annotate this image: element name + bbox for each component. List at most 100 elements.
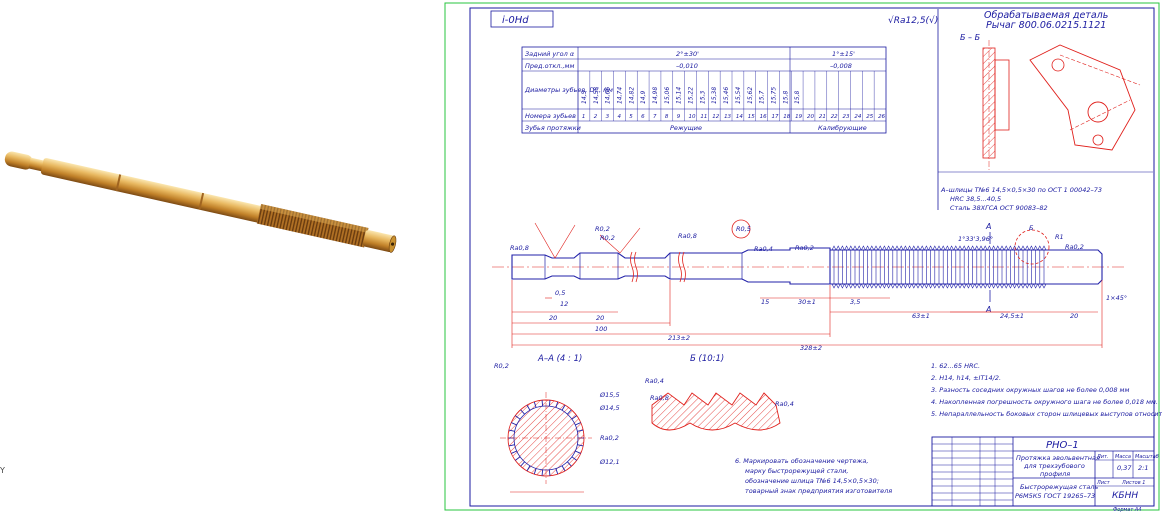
axis-label-y: Y bbox=[0, 466, 5, 475]
format-label: Формат А4 bbox=[1113, 507, 1141, 513]
tooth-number: 15 bbox=[748, 114, 755, 120]
tooth-number: 18 bbox=[783, 114, 790, 120]
balloon-label: R0,5 bbox=[736, 225, 751, 233]
mass-value: 0,37 bbox=[1117, 464, 1132, 472]
tooth-number: 6 bbox=[641, 114, 645, 120]
tooth-diameter: 15,62 bbox=[747, 87, 754, 104]
drawing-name-1: Протяжка эвольвентная bbox=[1016, 454, 1100, 462]
tooth-number: 25 bbox=[866, 114, 873, 120]
tooth-diameter: 14,58 bbox=[593, 87, 600, 104]
teeth-calibrating: Калибрующие bbox=[818, 124, 867, 132]
dim-20b: 20 bbox=[596, 314, 604, 322]
drawing-code: РНО–1 bbox=[1046, 440, 1079, 451]
aa-d14-5: Ø14,5 bbox=[599, 404, 620, 412]
tooth-number: 22 bbox=[831, 114, 838, 120]
tooth-diameter: 15,75 bbox=[770, 87, 777, 104]
roughness-ra1: Ra0,4 bbox=[754, 245, 773, 253]
tolerance-right: –0,008 bbox=[830, 62, 852, 70]
roughness-ra02: Ra0,2 bbox=[795, 244, 814, 252]
title-block: РНО–1 Протяжка эвольвентная для трехзубо… bbox=[931, 436, 1159, 513]
teeth-table: Задний угол α Пред.откл.,мм Диаметры зуб… bbox=[521, 46, 887, 134]
note-4: 4. Накопленная погрешность окружного шаг… bbox=[931, 398, 1158, 406]
tooth-diameter: 15,14 bbox=[676, 87, 683, 104]
tooth-number: 20 bbox=[807, 114, 814, 120]
stamp-text: i-0Hd bbox=[502, 15, 529, 26]
stamp-box: i-0Hd bbox=[490, 10, 554, 28]
radius-r02-bottom: R0,2 bbox=[600, 234, 615, 242]
detail-ra04-left: Ra0,4 bbox=[645, 377, 664, 385]
detail-b-mark: Б bbox=[1029, 224, 1034, 232]
dim-0-5: 0,5 bbox=[555, 289, 565, 297]
dim-213: 213±2 bbox=[668, 334, 690, 342]
technical-notes: 1. 62...65 HRC. 2. H14, h14, ±IT14/2. 3.… bbox=[735, 362, 1162, 495]
aa-d15-5: Ø15,5 bbox=[599, 391, 620, 399]
drawing-name-3: профиля bbox=[1040, 470, 1070, 478]
note-1: 1. 62...65 HRC. bbox=[931, 362, 980, 370]
tooth-diameter: 15,8 bbox=[782, 90, 789, 104]
org-name: КБНН bbox=[1112, 491, 1138, 501]
detail-r08: Ra0,8 bbox=[650, 394, 669, 402]
part-title-2: Рычаг 800.06.0215.1121 bbox=[986, 20, 1106, 31]
roughness-ra02-right: Ra0,2 bbox=[1065, 243, 1084, 251]
dim-63: 63±1 bbox=[912, 312, 930, 320]
note-6-line-1: 6. Маркировать обозначение чертежа, bbox=[735, 457, 868, 465]
row-label-tolerance: Пред.откл.,мм bbox=[525, 62, 574, 70]
dim-12: 12 bbox=[560, 300, 568, 308]
row-label-diameters: Диаметры зубьев, DC, мм bbox=[524, 86, 613, 94]
note-2: 2. H14, h14, ±IT14/2. bbox=[931, 374, 1001, 382]
dim-30: 30±1 bbox=[798, 298, 816, 306]
aa-d12-1: Ø12,1 bbox=[599, 458, 620, 466]
tooth-number: 23 bbox=[843, 114, 850, 120]
part-title-1: Обрабатываемая деталь bbox=[984, 10, 1108, 21]
tooth-diameter: 15,7 bbox=[759, 90, 766, 104]
tooth-number: 1 bbox=[582, 114, 586, 120]
tooth-diameter: 15,46 bbox=[723, 87, 730, 104]
tooth-diameter: 15,8 bbox=[794, 90, 801, 104]
tooth-number: 2 bbox=[594, 114, 598, 120]
tooth-number: 19 bbox=[795, 114, 802, 120]
row-label-angle: Задний угол α bbox=[525, 50, 575, 58]
section-aa-view: А–А (4 : 1) Ø15,5 Ø14,5 Ra0,2 Ø12,1 R0,2 bbox=[494, 354, 620, 493]
tooth-diameter: 14,66 bbox=[605, 87, 612, 104]
spline-note-1: А–шлицы Т№6 14,5×0,5×30 по ОСТ 1 00042–7… bbox=[940, 186, 1102, 194]
dim-20a: 20 bbox=[549, 314, 557, 322]
aa-ra02: Ra0,2 bbox=[600, 434, 619, 442]
dim-24-5: 24,5±1 bbox=[1000, 312, 1024, 320]
dim-chamfer: 1×45° bbox=[1106, 294, 1127, 302]
tooth-number: 7 bbox=[653, 114, 657, 120]
note-3: 3. Разность соседних окружных шагов не б… bbox=[931, 386, 1129, 394]
tooth-number: 13 bbox=[724, 114, 731, 120]
angle-right: 1°±15' bbox=[832, 50, 855, 58]
angle-left: 2°±30' bbox=[676, 50, 699, 58]
tooth-diameter: 15,38 bbox=[711, 87, 718, 104]
broach-3d-model[interactable] bbox=[3, 147, 398, 254]
detail-ra04-right: Ra0,4 bbox=[775, 400, 794, 408]
tooth-diameter: 15,3 bbox=[699, 90, 706, 104]
detail-b-view: Б (10:1) Ra0,4 Ra0,8 Ra0,4 bbox=[645, 354, 794, 431]
roughness-ra08-left: Ra0,8 bbox=[510, 244, 529, 252]
tooth-number: 16 bbox=[760, 114, 767, 120]
tooth-diameter: 15,06 bbox=[664, 87, 671, 104]
drawing-frame bbox=[469, 7, 1155, 507]
dim-20c: 20 bbox=[1070, 312, 1078, 320]
material-1: Быстрорежущая сталь bbox=[1020, 483, 1098, 491]
radius-r02-top: R0,2 bbox=[595, 225, 610, 233]
tooth-number: 4 bbox=[617, 114, 621, 120]
header-mass: Масса bbox=[1115, 454, 1131, 460]
tooth-diameter: 15,22 bbox=[688, 87, 695, 104]
roughness-ra08-mid: Ra0,8 bbox=[678, 232, 697, 240]
tooth-diameter: 15,54 bbox=[735, 87, 742, 104]
tooth-number: 21 bbox=[819, 114, 826, 120]
tooth-diameter: 14,82 bbox=[628, 87, 635, 104]
cut-mark-a-bottom: А bbox=[985, 305, 991, 314]
section-aa-label: А–А (4 : 1) bbox=[537, 354, 582, 364]
tooth-diameter: 14,9 bbox=[640, 90, 647, 104]
drawing-name-2: для трехзубового bbox=[1023, 462, 1085, 470]
row-label-numbers: Номера зубьев bbox=[525, 112, 576, 120]
tooth-number: 24 bbox=[854, 114, 861, 120]
tooth-number: 3 bbox=[606, 114, 610, 120]
tooth-number: 5 bbox=[629, 114, 633, 120]
cut-mark-a-top: А bbox=[985, 222, 991, 231]
